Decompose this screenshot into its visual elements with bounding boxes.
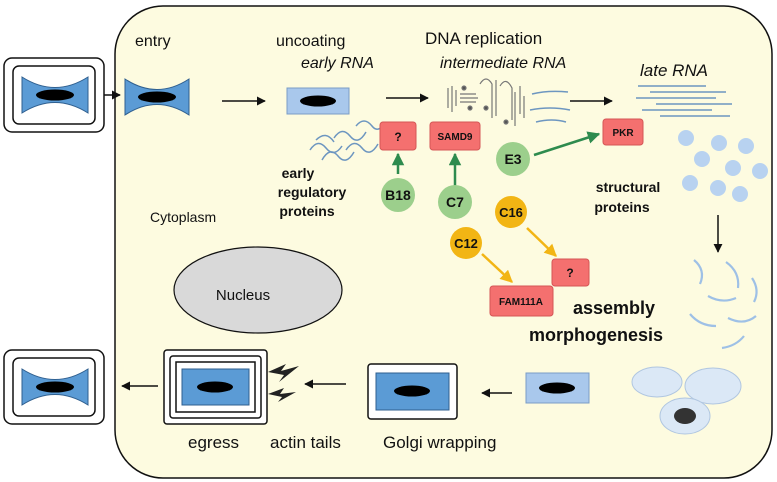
viral-protein-c12: C12 [450,227,482,259]
egress-label: egress [188,433,239,452]
early-regulatory-proteins-line3: proteins [279,203,334,219]
golgi-wrapping-label: Golgi wrapping [383,433,496,452]
nucleus: Nucleus [173,246,343,334]
uncoated-core [286,87,350,115]
incoming-virion [3,57,105,133]
early-regulatory-proteins-line2: regulatory [278,184,347,200]
pkr-label: PKR [612,128,634,139]
host-factor-unknown-1: ? [379,121,417,151]
viral-protein-c16: C16 [495,196,527,228]
early-regulatory-proteins-line1: early [282,165,315,181]
viral-protein-c7: C7 [438,185,472,219]
c16-label: C16 [499,205,523,220]
late-rna-label: late RNA [640,61,708,80]
actin-tails-label: actin tails [270,433,341,452]
early-rna-squiggles [309,120,387,161]
entered-virion [124,78,190,116]
host-factor-unknown-1-label: ? [394,130,401,144]
e3-label: E3 [504,151,521,167]
host-factor-unknown-2: ? [551,258,590,287]
egressing-virion [163,349,268,425]
c12-label: C12 [454,236,478,251]
host-factor-fam111a: FAM111A [489,285,554,317]
structural-proteins-line1: structural [596,179,661,195]
intermediate-rna-strands [529,90,571,123]
fam111a-label: FAM111A [499,297,543,308]
viral-protein-b18: B18 [381,178,415,212]
samd9-label: SAMD9 [437,132,472,143]
c16-arrow [526,227,557,257]
late-rna-strands [636,85,732,117]
nucleus-label: Nucleus [216,287,270,304]
e3-arrow [533,131,601,157]
assembly-label: assembly [573,298,655,318]
morphogenesis-label: morphogenesis [529,325,663,345]
immature-virions [631,366,742,435]
cytoplasm-label: Cytoplasm [150,209,216,225]
crescent-membranes [689,259,758,350]
replication-factory [447,78,525,126]
b18-label: B18 [385,187,411,203]
entry-label: entry [135,33,171,50]
structural-protein-dots [678,130,768,202]
mature-virion [525,372,590,404]
early-rna-label: early RNA [301,55,374,72]
host-factor-unknown-2-label: ? [566,266,573,280]
c12-arrow [481,253,513,283]
viral-protein-e3: E3 [496,142,530,176]
actin-tail-bolts [268,364,299,402]
structural-proteins-line2: proteins [594,199,649,215]
golgi-wrapped-virion [367,363,458,420]
dna-replication-label: DNA replication [425,29,542,48]
intermediate-rna-label: intermediate RNA [440,55,566,72]
c7-label: C7 [446,194,464,210]
released-virion [3,349,105,425]
uncoating-label: uncoating [276,33,345,50]
host-factor-samd9: SAMD9 [429,121,481,151]
host-factor-pkr: PKR [602,118,644,146]
